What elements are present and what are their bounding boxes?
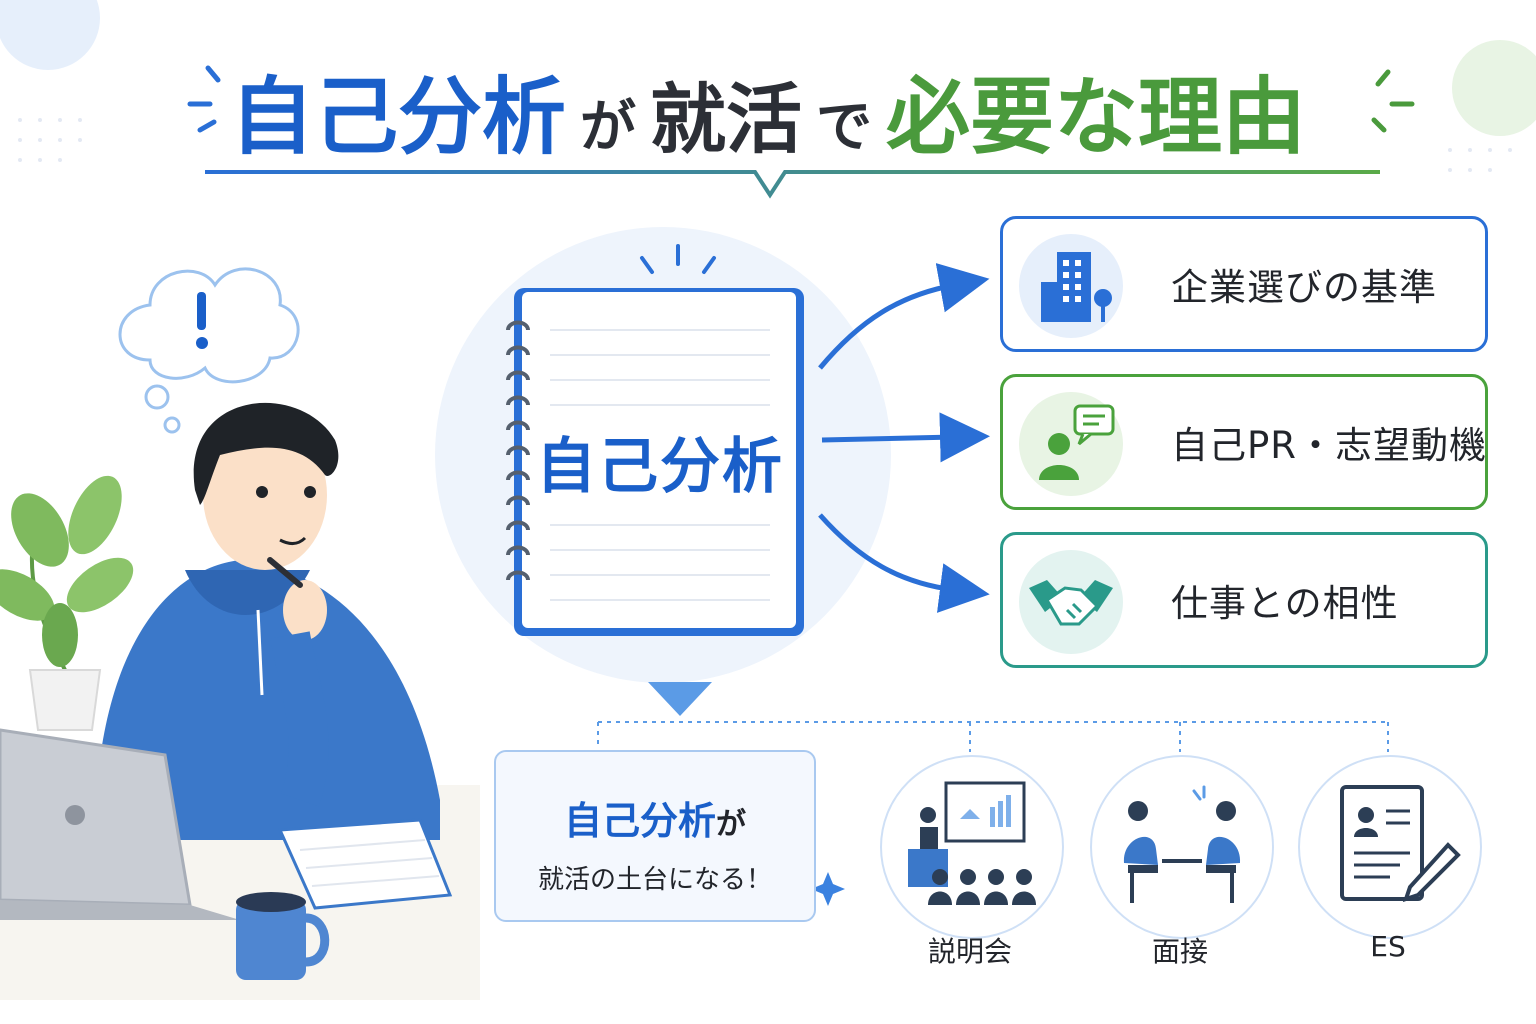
laptop-icon (0, 728, 240, 920)
title-part-self-analysis: 自己分析 (229, 68, 566, 166)
central-notebook (435, 227, 891, 683)
title-particle-de: で (816, 95, 872, 160)
seminar-icon (908, 781, 1036, 905)
category-label: 説明会 (927, 935, 1012, 968)
card-label: 企業選びの基準 (1171, 266, 1437, 309)
category-es (1298, 755, 1482, 939)
plant-icon (0, 475, 134, 731)
page-title: 自己分析が就活で必要な理由 (0, 50, 1536, 171)
summary-line2: 就活の土台になる！ (537, 865, 772, 895)
interview-icon (1123, 785, 1241, 903)
card-label: 自己PR・志望動機 (1171, 424, 1488, 467)
resume-icon (1340, 785, 1461, 903)
title-particle-ga: が (580, 95, 636, 160)
building-icon (1041, 252, 1112, 322)
handshake-icon (1029, 580, 1113, 626)
title-part-reason: 必要な理由 (886, 68, 1307, 166)
notebook-label: 自己分析 (536, 432, 784, 502)
category-label: 面接 (1151, 935, 1208, 968)
summary-suffix: が (716, 807, 746, 842)
coffee-mug-icon (236, 892, 330, 980)
category-label: ES (1370, 930, 1406, 963)
card-company-criteria: 企業選びの基準 (1000, 216, 1488, 352)
category-seminar (880, 755, 1064, 939)
title-part-job-hunting: 就活 (650, 75, 802, 164)
card-self-pr: 自己PR・志望動機 (1000, 374, 1488, 510)
card-job-fit: 仕事との相性 (1000, 532, 1488, 668)
summary-main: 自己分析 (563, 799, 716, 843)
student-illustration (0, 267, 480, 1000)
card-label: 仕事との相性 (1171, 582, 1399, 625)
summary-box: 自己分析が 就活の土台になる！ (494, 750, 816, 922)
category-interview (1090, 755, 1274, 939)
speech-person-icon (1039, 404, 1115, 480)
desk-notebook-icon (277, 818, 453, 910)
thought-bubble-icon (118, 267, 300, 434)
